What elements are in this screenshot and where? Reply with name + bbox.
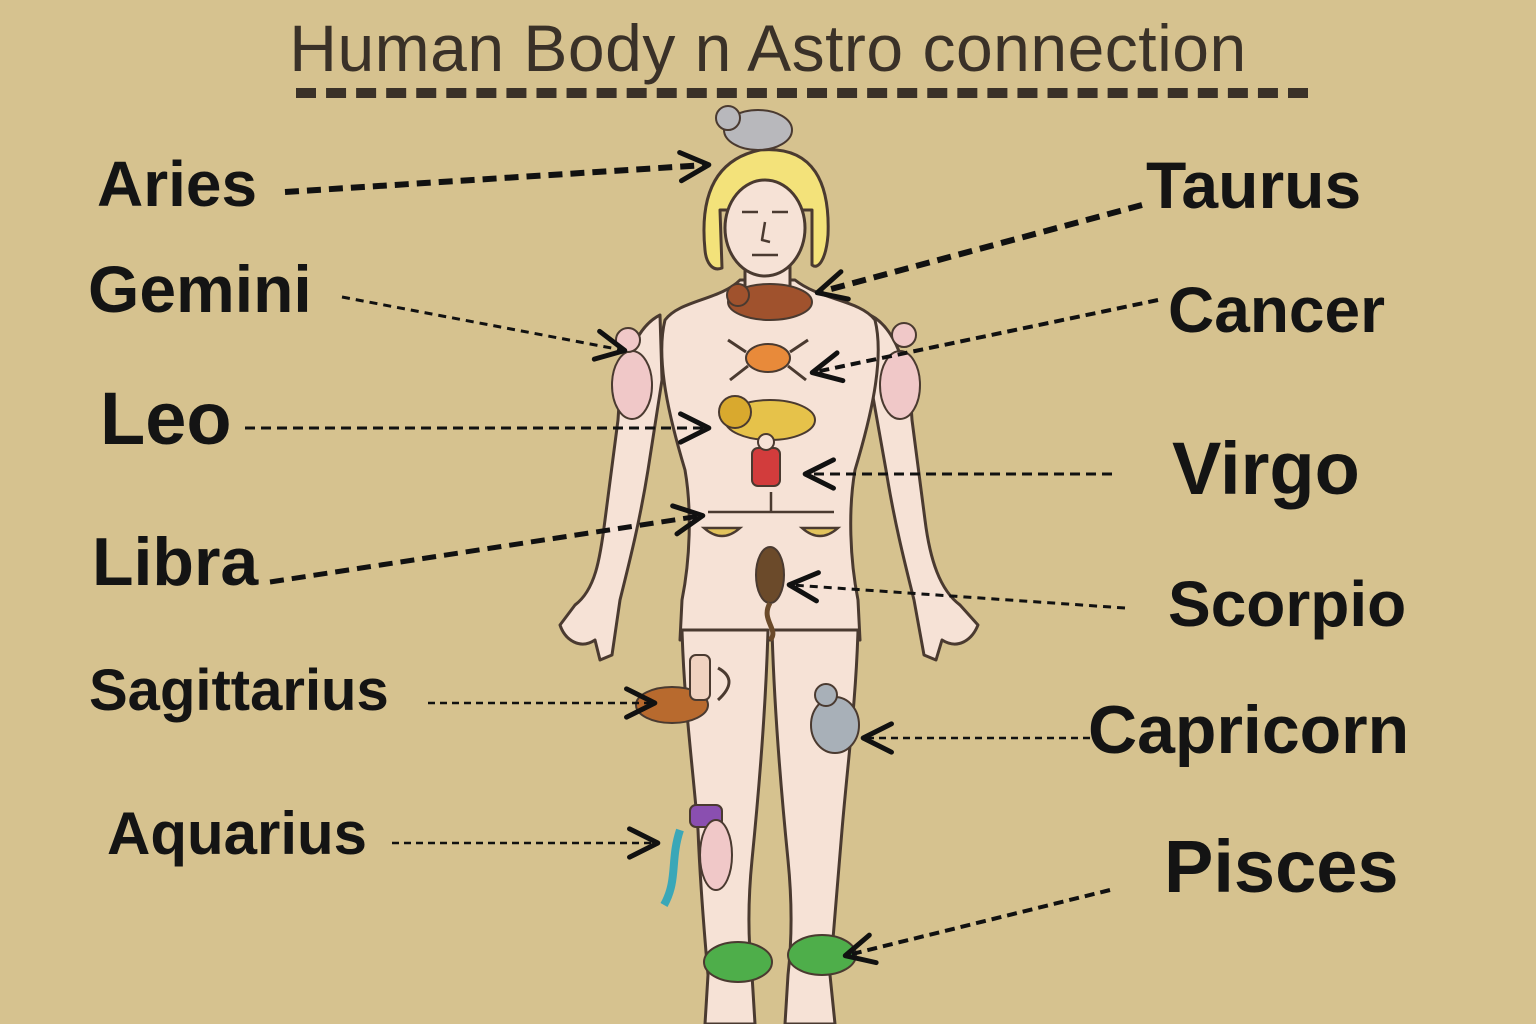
label-taurus: Taurus	[1146, 148, 1362, 222]
virgin-figure	[751, 433, 781, 487]
gemini-arrow	[341, 295, 628, 362]
label-cancer: Cancer	[1168, 274, 1385, 346]
face-features	[742, 210, 788, 257]
label-scorpio: Scorpio	[1168, 568, 1407, 640]
title-underline	[296, 88, 1308, 98]
label-aries: Aries	[97, 148, 258, 220]
aries-arrow	[284, 150, 712, 195]
libra-arrow	[269, 503, 706, 585]
page-title: Human Body n Astro connection	[289, 11, 1247, 85]
lion-figure	[718, 395, 816, 441]
taurus-arrow	[814, 202, 1143, 302]
label-pisces: Pisces	[1164, 825, 1399, 908]
water-bearer-figure	[660, 804, 733, 907]
label-gemini: Gemini	[88, 252, 312, 326]
label-aquarius: Aquarius	[107, 800, 368, 867]
scorpion-figure	[755, 546, 785, 642]
crab-figure	[727, 338, 809, 382]
ram-figure	[715, 105, 793, 151]
label-capricorn: Capricorn	[1088, 692, 1410, 768]
label-sagittarius: Sagittarius	[89, 658, 389, 723]
twins-figure	[611, 322, 921, 420]
cancer-arrow	[809, 298, 1159, 384]
label-virgo: Virgo	[1172, 427, 1360, 510]
connector-arrows	[245, 150, 1159, 966]
fish-figure	[703, 934, 857, 983]
label-libra: Libra	[92, 524, 259, 600]
label-leo: Leo	[100, 377, 232, 460]
bull-figure	[726, 283, 813, 321]
pisces-arrow	[842, 888, 1111, 966]
goat-figure	[810, 683, 860, 754]
zodiac-figures	[611, 105, 921, 983]
scales-figure	[700, 492, 842, 538]
